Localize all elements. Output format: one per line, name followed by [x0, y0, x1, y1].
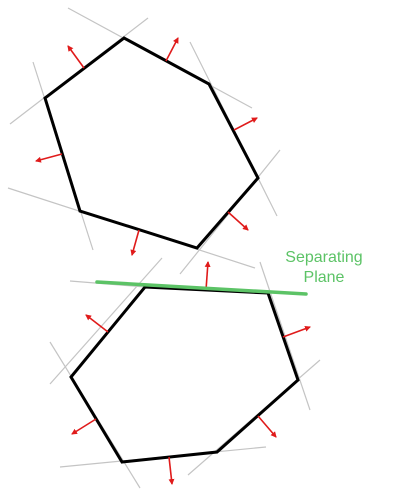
normal-arrow	[168, 456, 175, 485]
normal-arrow	[130, 229, 140, 256]
lower-polygon	[69, 285, 300, 464]
extension-line	[49, 257, 163, 385]
lower-polygon-normals	[71, 261, 311, 485]
normal-arrow	[165, 37, 179, 62]
upper-polygon-normals	[35, 37, 258, 256]
separating-plane-line	[95, 280, 308, 296]
normal-arrow	[35, 153, 63, 163]
normal-arrow	[257, 415, 277, 438]
upper-polygon	[43, 36, 260, 250]
normal-arrow	[85, 314, 109, 333]
normal-arrow	[67, 45, 85, 69]
separating-plane-label-line2: Plane	[304, 269, 345, 286]
normal-arrow	[71, 418, 97, 435]
normal-arrow	[233, 117, 258, 131]
normal-arrow	[282, 325, 311, 338]
normal-arrow	[227, 211, 249, 231]
separating-plane-label-line1: Separating	[285, 249, 362, 266]
normal-arrow	[204, 261, 211, 291]
